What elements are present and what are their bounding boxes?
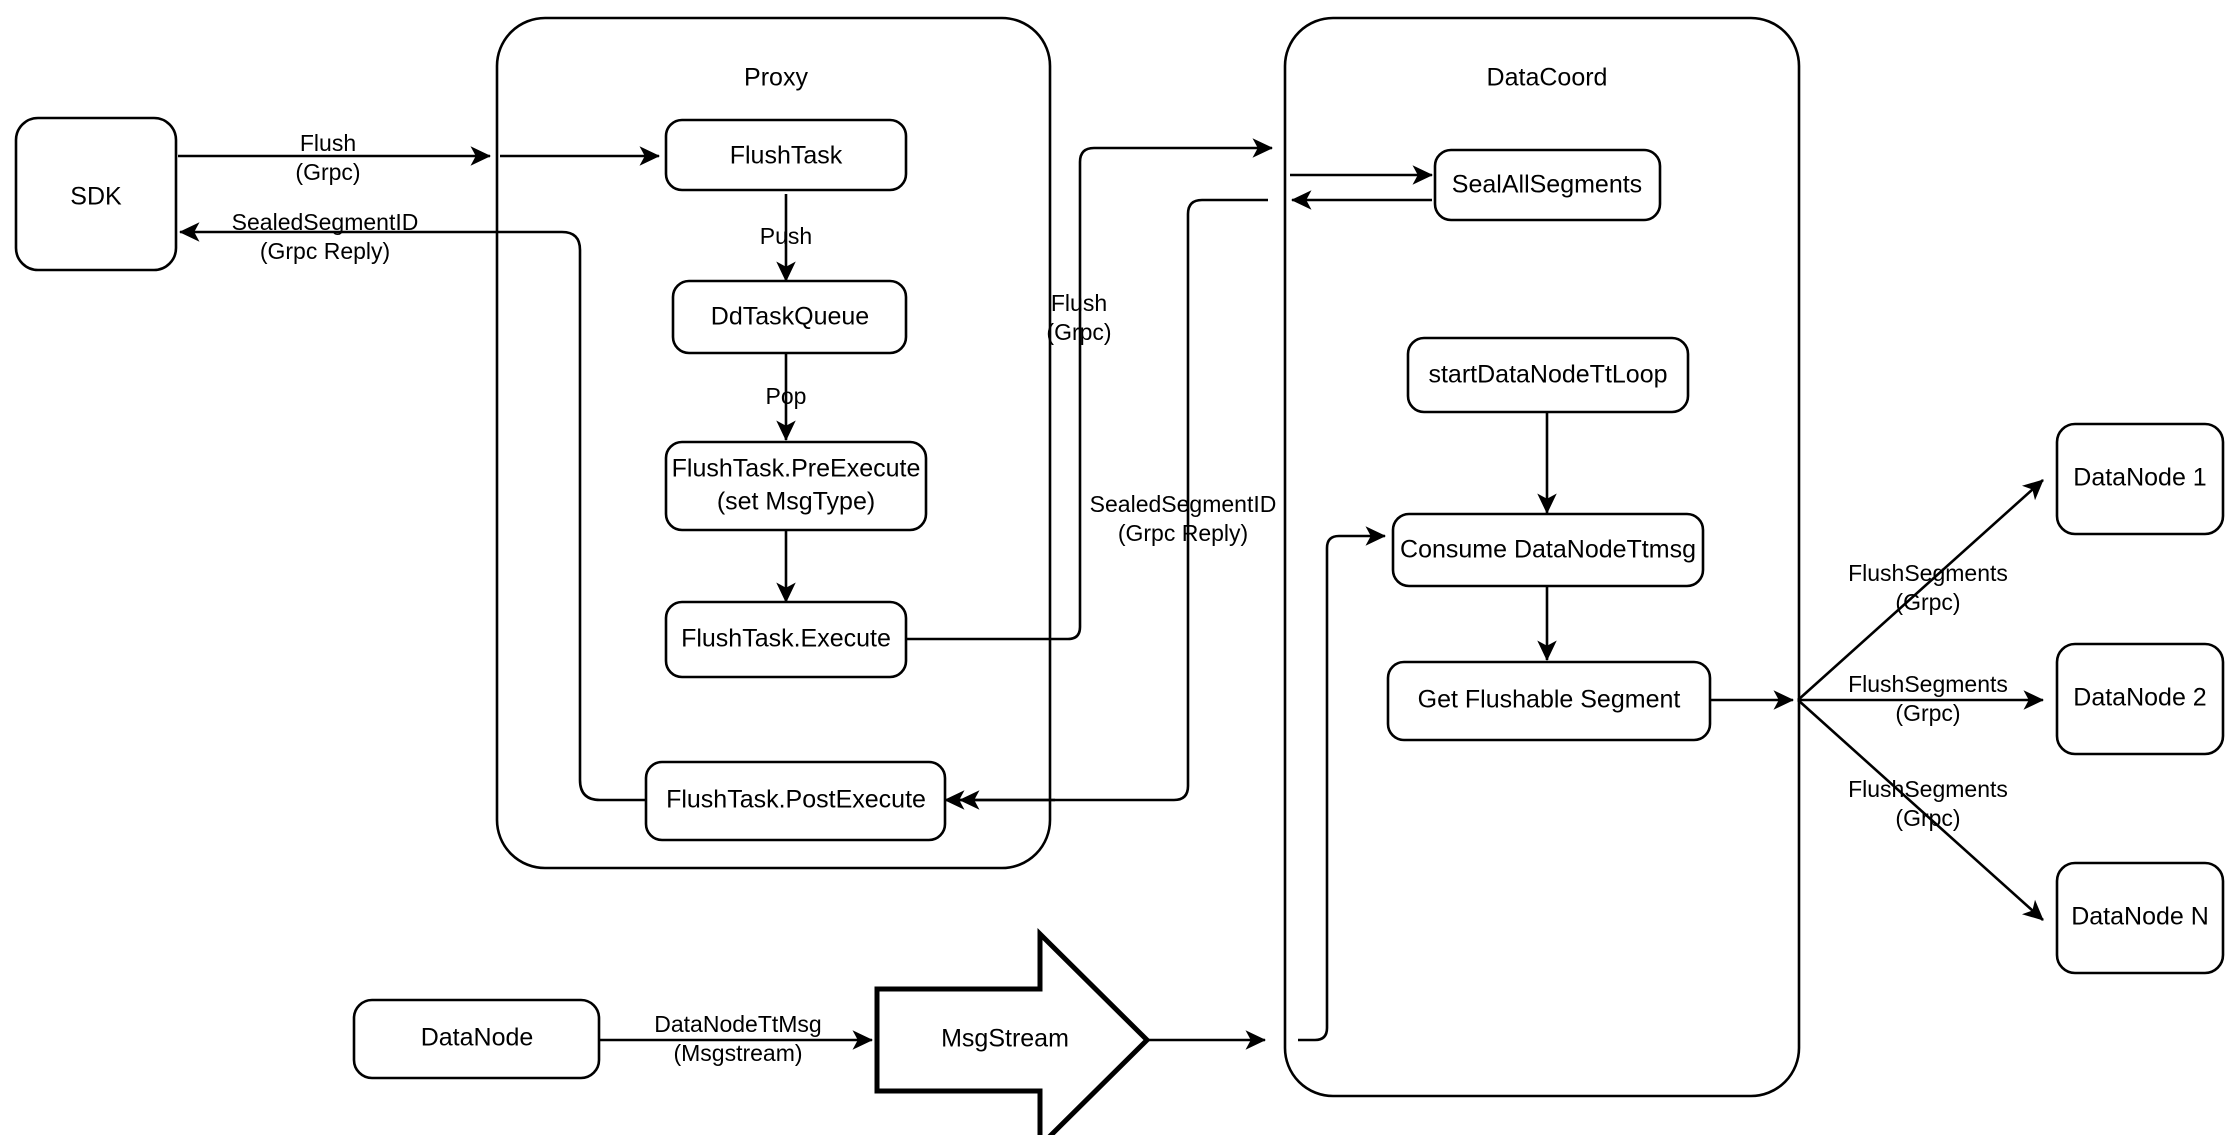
- edge-label-flush-grpc-line2: (Grpc): [295, 159, 360, 185]
- edge-label-flush-grpc-mid-line1: Flush: [1051, 290, 1107, 316]
- edge-postexecute-to-sdk: [179, 222, 651, 802]
- node-startdatanodettloop-label: startDataNodeTtLoop: [1428, 361, 1667, 389]
- node-flushtask-preexecute-label-line1: FlushTask.PreExecute: [672, 455, 921, 483]
- node-datanode-n-label: DataNode N: [2071, 903, 2209, 931]
- edge-datacoord-to-postexecute: [959, 198, 1268, 810]
- node-flushtask[interactable]: [664, 118, 908, 192]
- edge-label-sealedsegmentid-mid-line1: SealedSegmentID: [1090, 491, 1277, 517]
- node-get-flushable-segment-label: Get Flushable Segment: [1418, 686, 1681, 714]
- edge-datacoord-boundary-to-consume: [1298, 526, 1386, 1042]
- edge-label-flushsegments-1-line1: FlushSegments: [1848, 560, 2008, 586]
- node-startdatanodettloop[interactable]: [1406, 336, 1690, 414]
- node-get-flushable-segment[interactable]: [1386, 660, 1712, 742]
- node-datanode-n[interactable]: [2055, 861, 2225, 975]
- edge-label-flush-grpc-line1: Flush: [300, 130, 356, 156]
- node-flushtask-label: FlushTask: [730, 142, 843, 170]
- node-flushtask-postexecute-label: FlushTask.PostExecute: [666, 786, 926, 814]
- node-ddtaskqueue-label: DdTaskQueue: [711, 303, 869, 331]
- edge-label-sealedsegmentid-line2: (Grpc Reply): [260, 238, 390, 264]
- container-proxy-label: Proxy: [744, 64, 808, 92]
- node-flushtask-postexecute[interactable]: [644, 760, 947, 842]
- node-datanode-1-label: DataNode 1: [2073, 464, 2206, 492]
- edge-label-flushsegments-2-line2: (Grpc): [1895, 700, 1960, 726]
- node-sdk[interactable]: [14, 116, 178, 272]
- container-datacoord: [1283, 16, 1801, 1098]
- node-sealallsegments[interactable]: [1433, 148, 1662, 222]
- node-datanode-source[interactable]: [352, 998, 601, 1080]
- node-sdk-label: SDK: [70, 183, 122, 211]
- edge-label-flushsegments-1-line2: (Grpc): [1895, 589, 1960, 615]
- node-datanode-2-label: DataNode 2: [2073, 684, 2206, 712]
- node-msgstream[interactable]: [874, 928, 1151, 1135]
- edge-label-flushsegments-n-line1: FlushSegments: [1848, 776, 2008, 802]
- edge-label-push: Push: [760, 223, 812, 249]
- container-datacoord-label: DataCoord: [1487, 64, 1608, 92]
- node-consume-datanodettmsg[interactable]: [1391, 512, 1705, 588]
- node-flushtask-execute-label: FlushTask.Execute: [681, 625, 891, 653]
- edge-label-sealedsegmentid-mid-line2: (Grpc Reply): [1118, 520, 1248, 546]
- edge-fanout-to-datanoden: [1797, 699, 2044, 921]
- edge-label-flushsegments-n-line2: (Grpc): [1895, 805, 1960, 831]
- node-sealallsegments-label: SealAllSegments: [1452, 171, 1642, 199]
- edge-label-pop: Pop: [766, 383, 807, 409]
- node-flushtask-preexecute[interactable]: [664, 440, 928, 532]
- node-ddtaskqueue[interactable]: [671, 279, 908, 355]
- edge-execute-to-datacoord-rail: [906, 138, 1273, 641]
- node-datanode-2[interactable]: [2055, 642, 2225, 756]
- node-consume-datanodettmsg-label: Consume DataNodeTtmsg: [1400, 536, 1696, 564]
- node-flushtask-execute[interactable]: [664, 600, 908, 679]
- edge-label-datanodettmsg-line2: (Msgstream): [673, 1040, 802, 1066]
- node-datanode-1[interactable]: [2055, 422, 2225, 536]
- edge-label-datanodettmsg-line1: DataNodeTtMsg: [654, 1011, 821, 1037]
- node-msgstream-label: MsgStream: [941, 1025, 1069, 1053]
- container-proxy: [495, 16, 1052, 870]
- edge-label-flush-grpc-mid-line2: (Grpc): [1046, 319, 1111, 345]
- node-flushtask-preexecute-label-line2: (set MsgType): [717, 488, 875, 516]
- node-datanode-source-label: DataNode: [421, 1024, 534, 1052]
- edge-fanout-to-datanode1: [1797, 479, 2044, 701]
- edge-label-flushsegments-2-line1: FlushSegments: [1848, 671, 2008, 697]
- edge-label-sealedsegmentid-line1: SealedSegmentID: [232, 209, 419, 235]
